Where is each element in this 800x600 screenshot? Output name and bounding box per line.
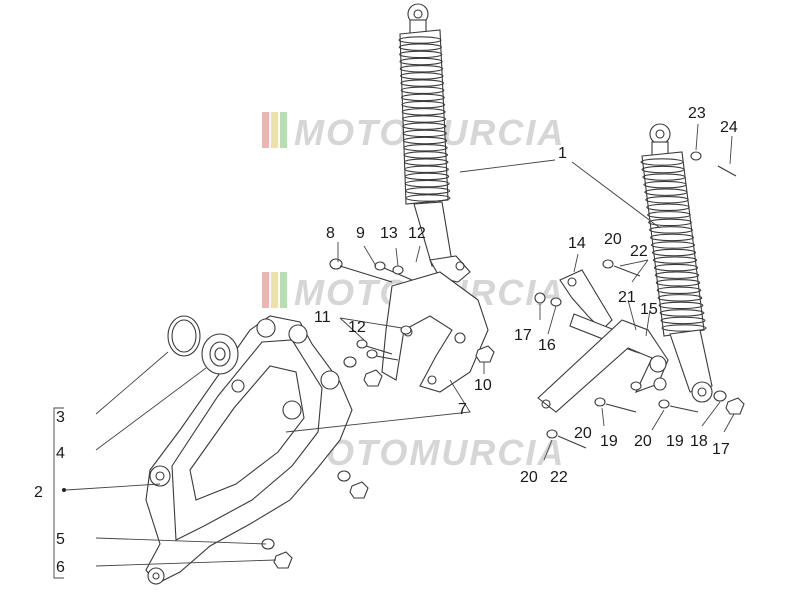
swing-arm (145, 315, 353, 585)
spring-coil (398, 43, 442, 51)
callout-17-left: 17 (514, 327, 532, 344)
callout-20-mid: 20 (574, 425, 592, 442)
linkage-14 (559, 269, 613, 331)
spring-coil (645, 195, 689, 204)
bearing-4 (201, 333, 239, 375)
spring-coil (644, 188, 688, 196)
spring-coil (641, 165, 685, 174)
callout-17-right: 17 (712, 441, 730, 458)
callout-14: 14 (568, 235, 586, 252)
spring-coil (655, 278, 701, 287)
callout-labels: 1 2 3 4 5 6 7 8 9 10 11 12 12 13 14 15 1… (34, 105, 738, 576)
bracket-dot (62, 488, 66, 492)
spring-coil (656, 286, 702, 295)
spring-coil (659, 309, 705, 317)
right-washers (534, 151, 745, 449)
spring-coil (402, 129, 447, 138)
spring-coil (643, 180, 687, 189)
callout-4: 4 (56, 445, 65, 462)
spring-coil (653, 263, 699, 272)
callout-10: 10 (474, 377, 492, 394)
spring-coil (404, 165, 449, 174)
mounting-bracket (381, 271, 489, 393)
callout-5: 5 (56, 531, 65, 548)
callout-23: 23 (688, 105, 706, 122)
nut-10 (475, 345, 495, 363)
bolt-8 (329, 258, 393, 283)
spring-coil (652, 256, 698, 264)
callout-15: 15 (640, 301, 658, 318)
spring-coil (403, 158, 449, 166)
spring-coil (401, 108, 446, 116)
callout-20-right: 20 (634, 433, 652, 450)
callout-20-bottom: 20 (520, 469, 538, 486)
callout-22-bottom: 22 (550, 469, 568, 486)
callout-18: 18 (690, 433, 708, 450)
callout-12-mid: 12 (348, 319, 366, 336)
callout-1: 1 (558, 145, 567, 162)
spring-coil (400, 72, 444, 80)
callout-19-left: 19 (600, 433, 618, 450)
spring-coil (649, 233, 695, 242)
circlip-3 (167, 315, 201, 357)
nut-6 (273, 551, 293, 569)
spring-coil (405, 194, 451, 202)
spring-coil (403, 151, 449, 159)
callout-24: 24 (720, 119, 738, 136)
spring-coil (661, 324, 707, 332)
spring-coil (403, 143, 448, 152)
callout-21: 21 (618, 289, 636, 306)
washer-13 (392, 265, 404, 275)
callout-2: 2 (34, 484, 43, 501)
spring-coil (401, 100, 446, 109)
spring-coil (402, 122, 447, 130)
leader-lines (53, 123, 735, 579)
spring-coil (642, 173, 686, 181)
spring-coil (650, 241, 696, 249)
callout-11: 11 (314, 309, 331, 326)
spring-coil (654, 271, 700, 279)
callout-16: 16 (538, 337, 556, 354)
spring-coil (398, 36, 442, 44)
callout-19-right: 19 (666, 433, 684, 450)
right-shock-absorber (640, 123, 713, 403)
spring-coil (399, 64, 444, 73)
spring-coil (640, 158, 684, 166)
spring-coil (649, 226, 693, 234)
spring-coil (404, 172, 450, 181)
callout-20-top: 20 (604, 231, 622, 248)
spring-coil (648, 218, 692, 227)
spring-coil (401, 115, 447, 123)
spring-coil (400, 86, 445, 95)
spring-coil (646, 203, 690, 212)
spring-coil (651, 248, 697, 257)
left-nuts (337, 356, 383, 499)
spring-coil (647, 211, 691, 219)
bolt-11-12 (356, 325, 412, 361)
callout-8: 8 (326, 225, 335, 242)
spring-coil (658, 301, 704, 310)
callout-22-top: 22 (630, 243, 648, 260)
spring-coil (399, 57, 443, 66)
callout-9: 9 (356, 225, 365, 242)
spring-coil (660, 316, 706, 325)
spring-coil (657, 294, 703, 302)
callout-12-top: 12 (408, 225, 426, 242)
spring-coil (402, 136, 448, 145)
callout-3: 3 (56, 409, 65, 426)
spring-coil (400, 79, 445, 87)
spring-coil (404, 179, 450, 188)
spring-coil (405, 187, 451, 195)
callout-7: 7 (458, 401, 467, 418)
callout-13: 13 (380, 225, 398, 242)
spring-coil (399, 50, 443, 59)
spring-coil (400, 93, 445, 102)
callout-6: 6 (56, 559, 65, 576)
